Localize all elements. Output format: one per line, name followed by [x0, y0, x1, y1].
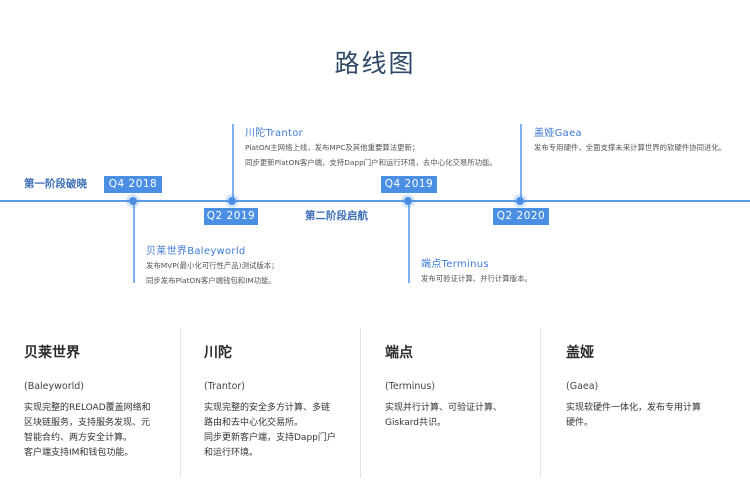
phase-label-first: 第一阶段破晓 [24, 178, 87, 190]
column-gaea: 盖娅 (Gaea) 实现软硬件一体化，发布专用计算 硬件。 [566, 336, 722, 431]
column-desc-line: 和运行环境。 [204, 448, 259, 458]
column-description: 实现完整的安全多方计算、多链 路由和去中心化交易所。 同步更新客户端，支持Dap… [204, 401, 360, 461]
column-title: 贝莱世界 [24, 345, 80, 361]
column-desc-line: 实现软硬件一体化，发布专用计算 [566, 403, 702, 413]
column-subtitle: (Terminus) [385, 381, 436, 392]
column-desc-line: 客户端支持IM和钱包功能。 [24, 448, 134, 458]
milestone-desc-line: 发布MVP(最小化可行性产品)测试版本； [146, 261, 279, 270]
milestone-gaea: 盖娅Gaea 发布专用硬件，全面支撑未来计算世界的软硬件协同进化。 [534, 124, 726, 155]
milestone-name: 盖娅Gaea [534, 128, 582, 139]
column-description: 实现并行计算、可验证计算、 Giskard共识。 [385, 401, 541, 431]
column-desc-line: 实现完整的RELOAD覆盖网络和 [24, 403, 151, 413]
milestone-name: 川陀Trantor [245, 128, 304, 139]
milestone-connector-baleyworld [133, 201, 135, 283]
timeline-axis [0, 200, 750, 202]
quarter-badge: Q2 2020 [493, 208, 549, 225]
milestone-dot-baleyworld [129, 197, 137, 205]
column-desc-line: 实现并行计算、可验证计算、 [385, 403, 503, 413]
column-desc-line: 实现完整的安全多方计算、多链 [204, 403, 331, 413]
milestone-desc-line: 同步更新PlatON客户端，支持Dapp门户和运行环境，去中心化交易所功能。 [245, 158, 497, 167]
column-subtitle: (Trantor) [204, 381, 246, 392]
quarter-badge: Q2 2019 [204, 208, 258, 225]
column-desc-line: 智能合约、两方安全计算。 [24, 433, 133, 443]
milestone-desc-line: 同步发布PlatON客户端钱包和IM功能。 [146, 276, 276, 285]
quarter-badge: Q4 2019 [381, 176, 437, 193]
quarter-badge: Q4 2018 [104, 176, 162, 193]
milestone-name: 端点Terminus [421, 259, 489, 270]
column-desc-line: Giskard共识。 [385, 418, 446, 428]
column-description: 实现完整的RELOAD覆盖网络和 区块链服务，支持服务发现、元 智能合约、两方安… [24, 401, 180, 461]
column-divider [180, 328, 181, 478]
milestone-dot-terminus [404, 197, 412, 205]
column-baleyworld: 贝莱世界 (Baleyworld) 实现完整的RELOAD覆盖网络和 区块链服务… [24, 336, 180, 461]
column-title: 端点 [385, 345, 413, 361]
milestone-terminus: 端点Terminus 发布可验证计算、并行计算版本。 [421, 255, 532, 286]
column-description: 实现软硬件一体化，发布专用计算 硬件。 [566, 401, 722, 431]
milestone-connector-gaea [520, 124, 522, 201]
milestone-connector-terminus [408, 201, 410, 283]
milestone-name: 贝莱世界Baleyworld [146, 246, 246, 257]
column-divider [360, 328, 361, 478]
page-title: 路线图 [334, 49, 416, 78]
milestone-desc-line: PlatON主网络上线，发布MPC及其他重要算法更新； [245, 143, 420, 152]
column-desc-line: 路由和去中心化交易所。 [204, 418, 304, 428]
column-desc-line: 同步更新客户端，支持Dapp门户 [204, 433, 336, 443]
milestone-baleyworld: 贝莱世界Baleyworld 发布MVP(最小化可行性产品)测试版本； 同步发布… [146, 242, 279, 288]
column-subtitle: (Baleyworld) [24, 381, 85, 392]
milestone-connector-trantor [232, 124, 234, 201]
column-desc-line: 区块链服务，支持服务发现、元 [24, 418, 151, 428]
milestone-desc-line: 发布专用硬件，全面支撑未来计算世界的软硬件协同进化。 [534, 143, 727, 152]
column-divider [540, 328, 541, 478]
milestone-desc-line: 发布可验证计算、并行计算版本。 [421, 274, 532, 283]
column-trantor: 川陀 (Trantor) 实现完整的安全多方计算、多链 路由和去中心化交易所。 … [204, 336, 360, 461]
phase-label-second: 第二阶段启航 [305, 210, 368, 222]
column-desc-line: 硬件。 [566, 418, 594, 428]
milestone-trantor: 川陀Trantor PlatON主网络上线，发布MPC及其他重要算法更新； 同步… [245, 124, 497, 170]
column-title: 川陀 [204, 345, 232, 361]
column-title: 盖娅 [566, 345, 594, 361]
milestone-dot-gaea [516, 197, 524, 205]
milestone-dot-trantor [228, 197, 236, 205]
column-terminus: 端点 (Terminus) 实现并行计算、可验证计算、 Giskard共识。 [385, 336, 541, 431]
column-subtitle: (Gaea) [566, 381, 599, 392]
